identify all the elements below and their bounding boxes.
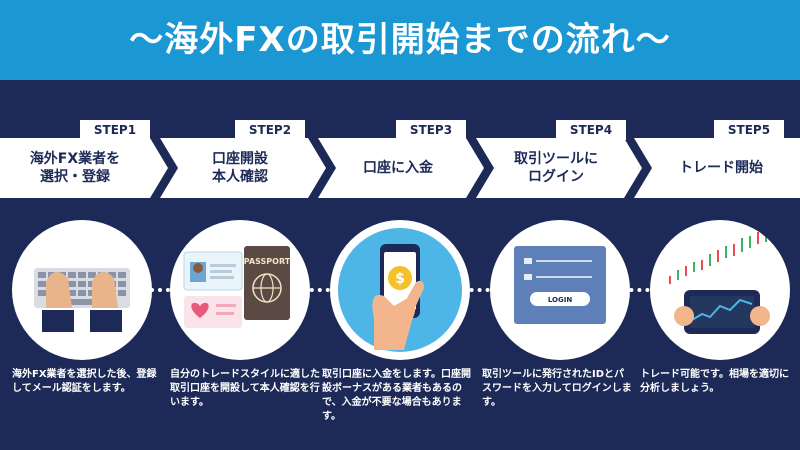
- step-tab: STEP5: [714, 120, 784, 140]
- step-illustrations: PASSPORT $ LOGIN: [0, 220, 800, 360]
- passport-text: PASSPORT: [244, 257, 291, 266]
- keyboard-hands-icon: [12, 220, 152, 360]
- step-arrow-shape: [0, 138, 170, 198]
- step-2-description: 自分のトレードスタイルに適した取引口座を開設して本人確認を行います。: [170, 369, 320, 408]
- header-banner: 〜海外FXの取引開始までの流れ〜: [0, 0, 800, 80]
- step-label: 口座に入金: [363, 160, 433, 176]
- step-1-description: 海外FX業者を選択した後、登録してメール認証をします。: [12, 369, 157, 394]
- step-tab: STEP4: [556, 120, 626, 140]
- step-label: 口座開設 本人確認: [212, 151, 268, 185]
- step-arrow-shape: [476, 138, 646, 198]
- step-label: 海外FX業者を 選択・登録: [29, 151, 121, 185]
- login-screen-icon: LOGIN: [490, 220, 630, 360]
- step-3-description: 取引口座に入金をします。口座開設ボーナスがある業者もあるので、入金が不要な場合も…: [322, 369, 471, 422]
- svg-text:$: $: [395, 271, 405, 287]
- trading-tablet-icon: [650, 220, 790, 360]
- step-label: 取引ツールに ログイン: [514, 151, 598, 185]
- id-card-passport-icon: PASSPORT: [170, 220, 310, 360]
- step-label: トレード開始: [679, 160, 763, 176]
- step-tab: STEP2: [235, 120, 305, 140]
- step-arrow-shape: [160, 138, 330, 198]
- step-tab: STEP1: [80, 120, 150, 140]
- step-tab: STEP3: [396, 120, 466, 140]
- step-5-description: トレード可能です。相場を適切に分析しましょう。: [640, 369, 789, 394]
- step-4-description: 取引ツールに発行されたIDとパスワードを入力してログインします。: [482, 369, 632, 408]
- step-arrow-shape: [318, 138, 488, 198]
- steps-row: STEP1 海外FX業者を 選択・登録 STEP2 口座開設 本人確認 STEP…: [0, 120, 800, 200]
- page-title: 〜海外FXの取引開始までの流れ〜: [129, 20, 671, 60]
- phone-deposit-icon: $: [330, 220, 470, 360]
- login-button-text: LOGIN: [548, 296, 573, 304]
- step-arrow-shape: [634, 138, 800, 198]
